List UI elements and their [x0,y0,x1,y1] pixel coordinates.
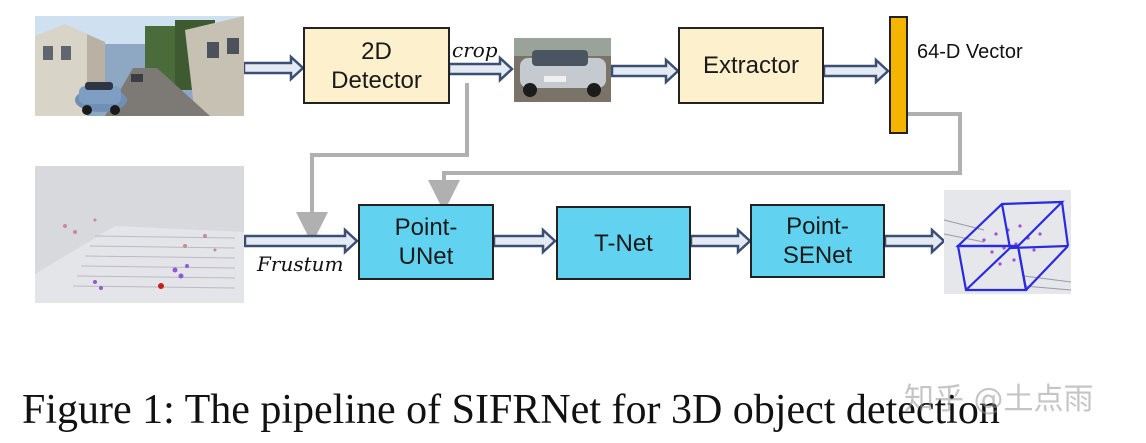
frustum-point-cloud-image [35,166,244,303]
arrow-image-to-detector [242,54,305,82]
point-unet-box: Point- UNet [358,204,494,280]
arrow-crop-to-extractor [610,57,680,85]
t-net-label: T-Net [594,229,653,257]
arrow-pointsenet-to-output [883,227,946,255]
3d-box-output-image [944,190,1071,294]
arrow-tnet-to-pointsenet [689,227,752,255]
watermark: 知乎 @土点雨 [904,382,1094,417]
arrow-detector-to-crop [447,55,514,83]
crop-label: crop [452,38,498,62]
arrow-extractor-to-vector [822,57,890,85]
vector-to-pointunet-connector [428,112,962,212]
point-senet-label: Point- SENet [782,213,853,269]
extractor-label: Extractor [702,52,800,79]
point-senet-box: Point- SENet [750,204,885,278]
figure-caption: Figure 1: The pipeline of SIFRNet for 3D… [22,387,1000,433]
2d-detector-label: 2D Detector [331,37,422,94]
2d-detector-box: 2D Detector [303,27,450,104]
street-scene-image [35,16,244,116]
arrow-frustum-to-pointunet [243,227,359,255]
t-net-box: T-Net [556,206,691,280]
vector-label: 64-D Vector [917,41,1023,63]
crop-to-frustum-connector [296,83,469,244]
extractor-box: Extractor [678,27,824,104]
feature-vector-bar [889,16,908,134]
frustum-label: Frustum [257,252,344,276]
cropped-car-image [514,38,611,102]
arrow-pointunet-to-tnet [492,227,557,255]
point-unet-label: Point- UNet [394,214,458,270]
